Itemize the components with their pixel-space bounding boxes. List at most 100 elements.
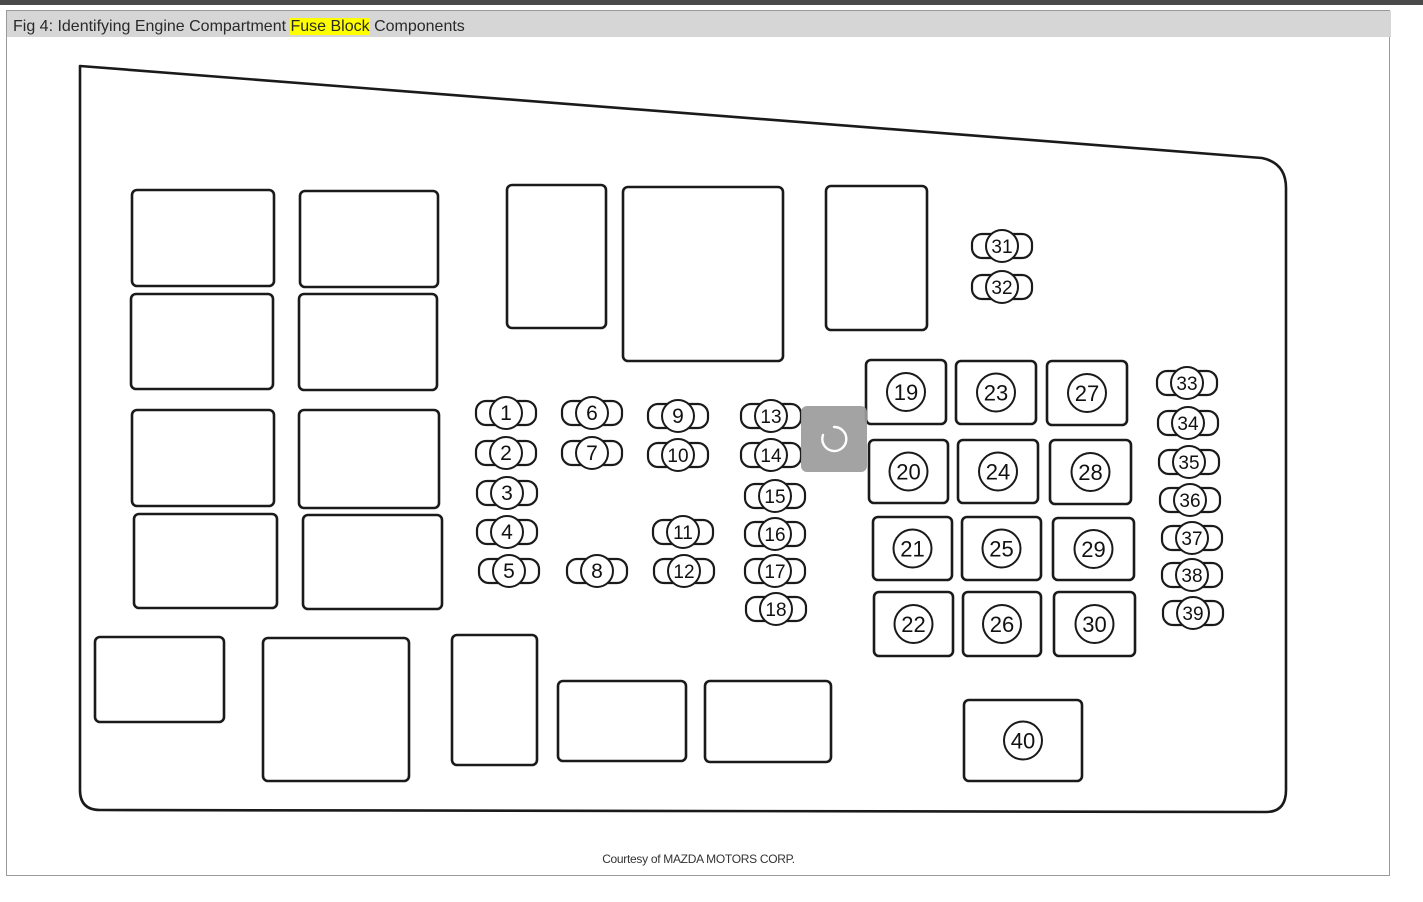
fuse-number-label: 20 (896, 460, 920, 485)
fuse-number-label: 4 (501, 521, 513, 544)
mini-fuse-number-circle (985, 270, 1019, 304)
large-fuse-box (872, 590, 955, 658)
loading-spinner-icon (821, 425, 848, 453)
relay-box (297, 408, 441, 510)
fuse-number-label: 24 (986, 460, 1010, 485)
large-fuse-box (871, 515, 954, 582)
relay-box (261, 636, 411, 783)
large-fuse-box (1048, 438, 1133, 506)
large-fuse-number-circle (893, 604, 934, 644)
relay-box (298, 189, 440, 289)
relay-box (297, 292, 439, 392)
fuse-number-label: 13 (760, 407, 781, 428)
large-fuse-box (961, 590, 1043, 658)
relay-box (505, 183, 608, 330)
mini-fuse-number-circle (1173, 483, 1207, 517)
caption-highlight: Fuse Block (290, 18, 370, 35)
mini-fuse-number-circle (492, 554, 526, 588)
mini-fuse-number-circle (661, 438, 695, 472)
large-fuse-number-circle (976, 372, 1016, 413)
mini-fuse-number-circle (1172, 445, 1206, 479)
mini-fuse-number-circle (667, 554, 701, 588)
fuse-number-label: 37 (1181, 529, 1202, 550)
large-fuse-box (962, 698, 1084, 783)
mini-fuse-number-circle (575, 436, 609, 470)
mini-fuse-number-circle (580, 554, 614, 588)
large-fuse-number-circle (981, 528, 1022, 569)
window-top-bar (0, 0, 1423, 5)
mini-fuse-number-circle (1170, 366, 1204, 400)
fuse-number-label: 7 (586, 442, 598, 465)
mini-fuse-number-circle (666, 515, 700, 549)
mini-fuse-number-circle (661, 399, 695, 433)
mini-fuse-number-circle (490, 515, 524, 549)
large-fuse-box (956, 438, 1040, 505)
relay-box (556, 679, 688, 763)
large-fuse-box (1051, 516, 1136, 582)
fuse-number-label: 35 (1178, 453, 1199, 474)
fuse-number-label: 31 (991, 237, 1012, 258)
relay-box (130, 188, 276, 288)
mini-fuse-number-circle (985, 229, 1019, 263)
fuse-number-label: 18 (765, 600, 786, 621)
caption-prefix: Fig 4: Identifying Engine Compartment (13, 18, 291, 35)
large-fuse-box (1045, 359, 1129, 427)
large-fuse-number-circle (1074, 604, 1115, 644)
mini-fuse-number-circle (759, 592, 793, 626)
mini-fuse-number-circle (758, 554, 792, 588)
large-fuse-number-circle (982, 604, 1022, 644)
fuse-number-label: 36 (1179, 491, 1200, 512)
large-fuse-number-circle (1070, 452, 1111, 492)
fuse-number-label: 1 (500, 402, 512, 425)
mini-fuse-number-circle (758, 479, 792, 513)
fuse-number-label: 32 (991, 278, 1012, 299)
large-fuse-box (1052, 590, 1137, 658)
mini-fuse-number-circle (1175, 521, 1209, 555)
fuse-number-label: 12 (673, 562, 694, 583)
large-fuse-number-circle (888, 451, 929, 492)
fuse-number-label: 33 (1176, 374, 1197, 395)
large-fuse-box (954, 359, 1038, 426)
relay-box (93, 635, 226, 724)
mini-fuse-number-circle (490, 476, 524, 510)
loading-overlay (801, 406, 867, 472)
mini-fuse-number-circle (489, 436, 523, 470)
relay-box (132, 512, 279, 610)
fuse-block-outline (78, 64, 1288, 814)
relay-box (130, 408, 276, 508)
figure-credit: Courtesy of MAZDA MOTORS CORP. (602, 852, 795, 866)
fuse-number-label: 19 (894, 380, 918, 405)
large-fuse-box (864, 358, 948, 426)
fuse-number-label: 2 (500, 442, 512, 465)
relay-box (621, 185, 785, 363)
fuse-number-label: 25 (989, 537, 1013, 562)
fuse-number-label: 3 (501, 482, 513, 505)
relay-box (824, 184, 929, 332)
mini-fuse-number-circle (758, 517, 792, 551)
large-fuse-number-circle (1003, 720, 1043, 761)
mini-fuse-number-circle (1175, 558, 1209, 592)
caption-suffix: Components (369, 18, 465, 35)
fuse-number-label: 9 (672, 405, 684, 428)
large-fuse-number-circle (1073, 529, 1114, 569)
relay-box (703, 679, 833, 764)
fuse-number-label: 22 (901, 612, 925, 637)
fuse-number-label: 17 (764, 562, 785, 583)
large-fuse-number-circle (886, 372, 926, 412)
fuse-number-label: 38 (1181, 566, 1202, 587)
mini-fuse-number-circle (754, 438, 788, 472)
fuse-number-label: 26 (990, 612, 1014, 637)
fuse-number-label: 16 (764, 525, 785, 546)
fuse-number-label: 11 (673, 523, 693, 544)
fuse-number-label: 10 (667, 446, 688, 467)
figure-caption: Fig 4: Identifying Engine Compartment Fu… (7, 11, 1391, 37)
large-fuse-number-circle (1067, 373, 1107, 413)
fuse-number-label: 8 (591, 560, 603, 583)
fuse-number-label: 40 (1011, 729, 1035, 754)
fuse-number-label: 6 (586, 402, 598, 425)
mini-fuse-number-circle (754, 399, 788, 433)
large-fuse-number-circle (978, 451, 1018, 492)
relay-box (301, 513, 444, 611)
fuse-number-label: 14 (760, 446, 782, 467)
